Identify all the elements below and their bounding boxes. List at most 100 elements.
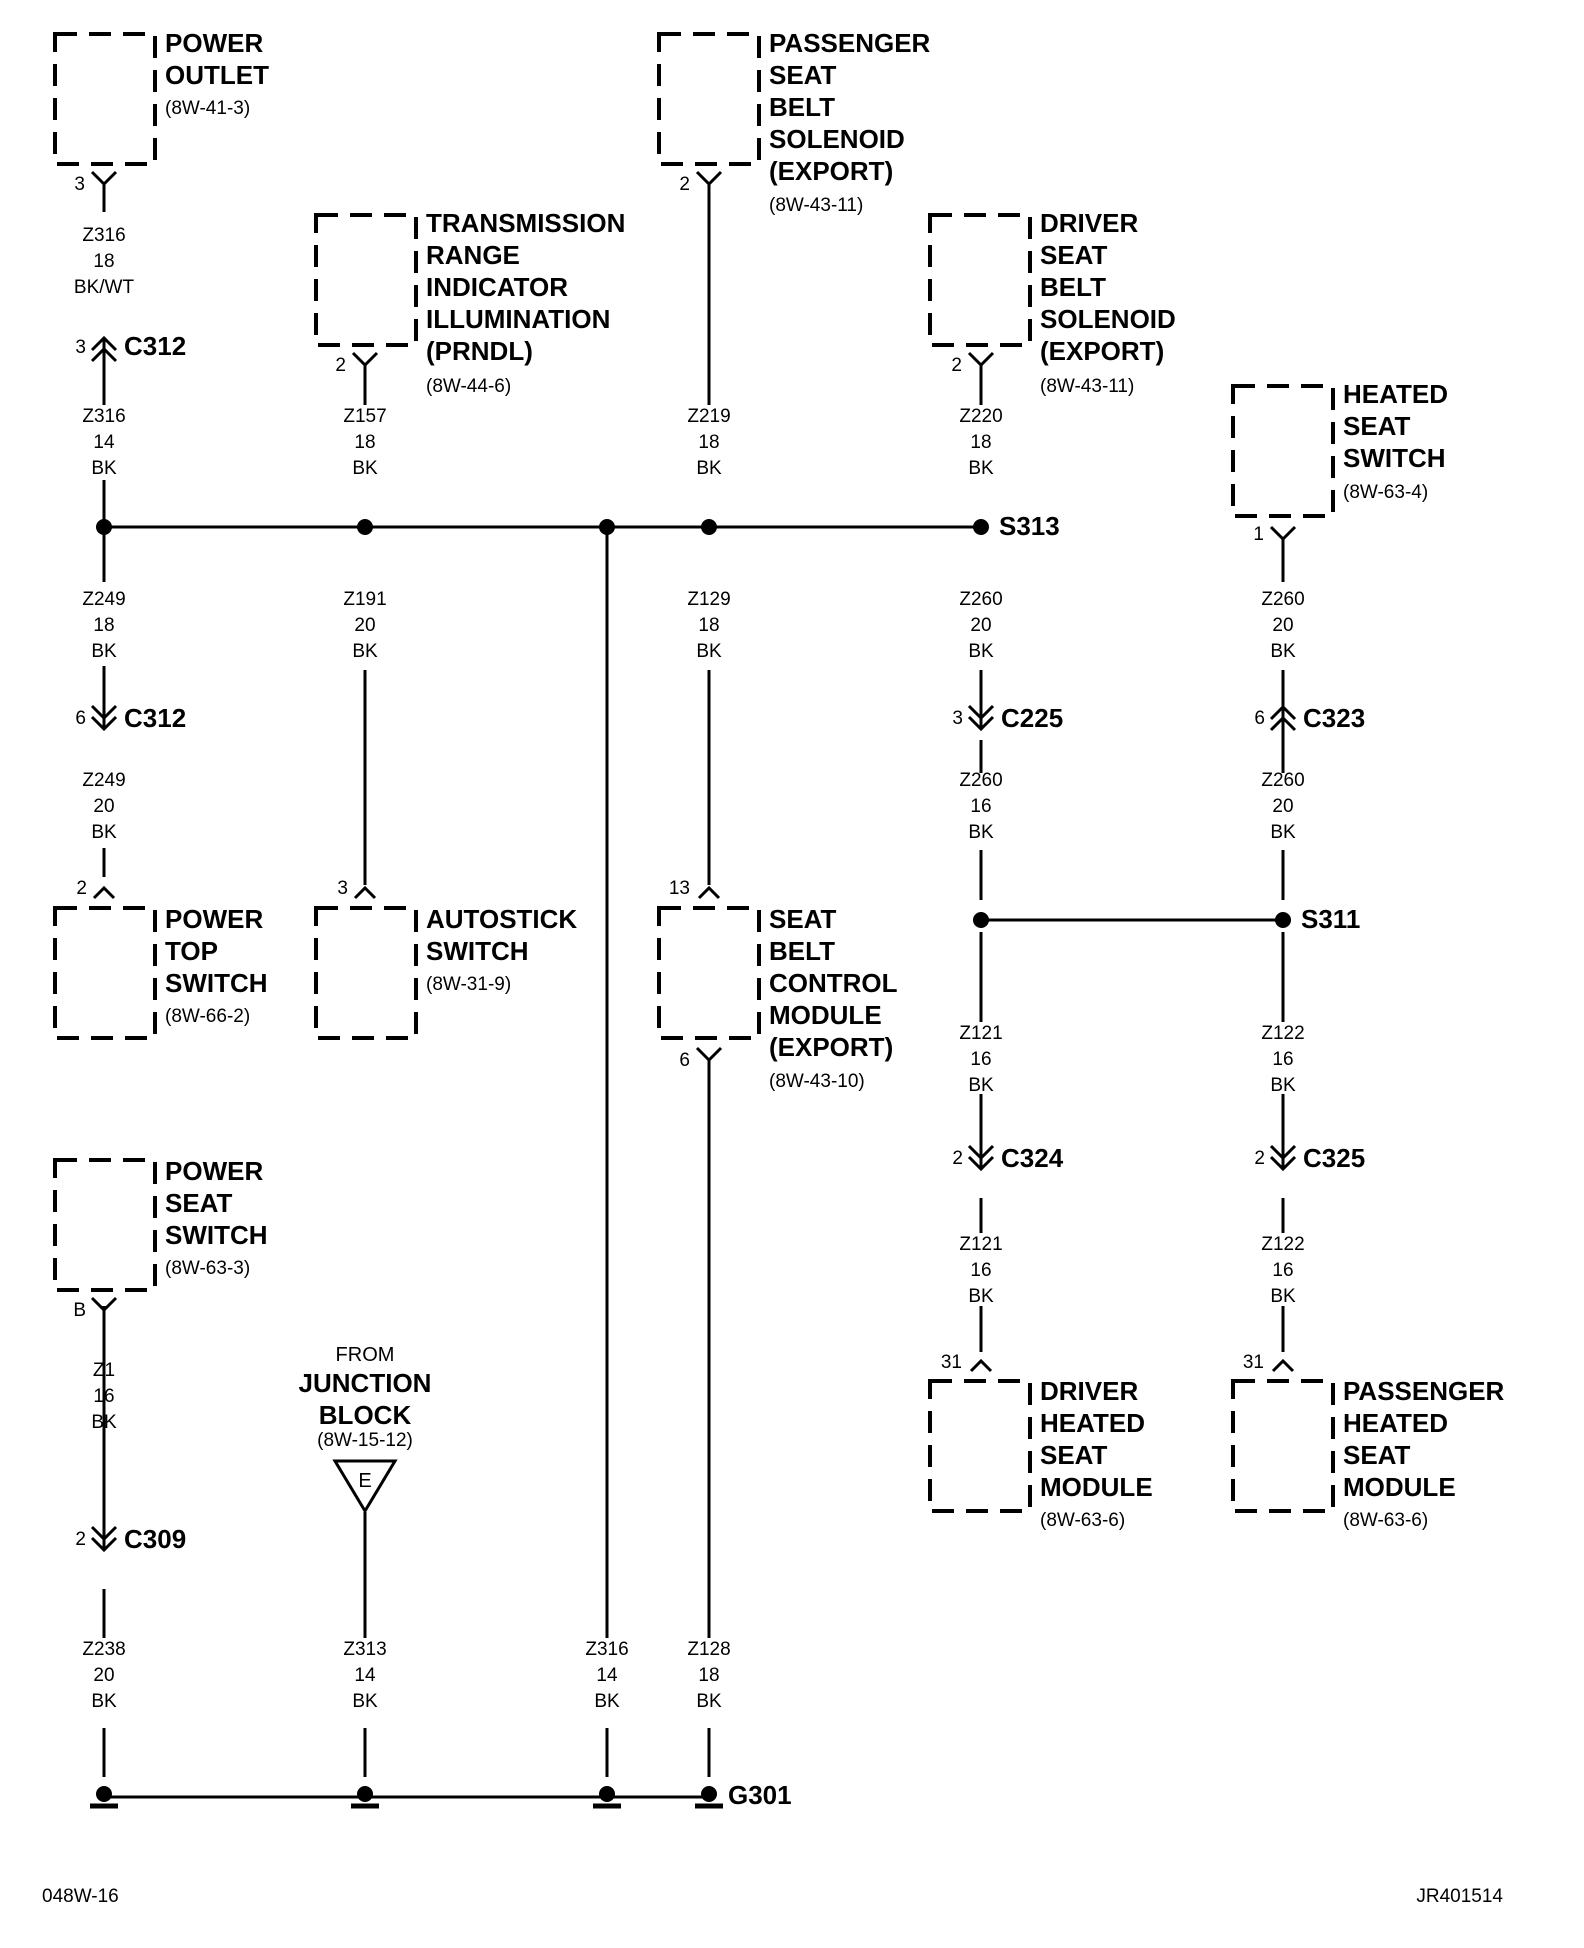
driver-belt-solenoid-ref: (8W-43-11) <box>1040 376 1134 397</box>
wires <box>102 183 1285 1799</box>
seat-belt-module-box <box>657 906 761 1040</box>
connector-c325-symbol <box>1269 1144 1297 1172</box>
connector-c323-label: C323 <box>1303 703 1365 733</box>
seat-belt-module-ref: (8W-43-10) <box>769 1071 865 1092</box>
component-boxes <box>53 32 1335 1513</box>
ground-g301-label: G301 <box>728 1780 792 1810</box>
connector-c309-label: C309 <box>124 1524 186 1554</box>
connector-c325-label: C325 <box>1303 1143 1365 1173</box>
pin-number: 13 <box>669 878 690 899</box>
pin-number: 31 <box>941 1352 962 1373</box>
pass-heated-module-box <box>1231 1379 1335 1513</box>
pin-number: 3 <box>74 174 85 195</box>
power-outlet-box <box>53 32 157 166</box>
pin-numbers: 3 2 2 2 1 2 3 13 6 B 31 31 <box>73 174 1264 1373</box>
connector-pin: 3 <box>75 337 86 358</box>
prndl-ref: (8W-44-6) <box>426 376 511 397</box>
pin-number: 2 <box>679 174 690 195</box>
heated-seat-switch-box <box>1231 384 1335 518</box>
junction-block-ref: (8W-15-12) <box>317 1430 413 1451</box>
connector-pin: 6 <box>75 708 86 729</box>
footer-right-code: JR401514 <box>1416 1886 1503 1907</box>
autostick-switch-ref: (8W-31-9) <box>426 974 511 995</box>
pin-number: B <box>73 1300 86 1321</box>
power-seat-switch-ref: (8W-63-3) <box>165 1258 250 1279</box>
connector-c225-symbol <box>967 699 995 732</box>
pass-belt-solenoid-ref: (8W-43-11) <box>769 195 863 216</box>
splice-labels: S313 S311 G301 <box>728 511 1360 1810</box>
connector-c309-symbol <box>90 1505 118 1553</box>
driver-heated-module-ref: (8W-63-6) <box>1040 1510 1125 1531</box>
junction-block-symbol: E <box>332 1459 398 1514</box>
pin-terminals <box>90 170 1297 1373</box>
junction-from-label: FROM <box>336 1344 395 1366</box>
power-seat-switch-box <box>53 1158 157 1292</box>
power-top-switch-box <box>53 906 157 1040</box>
driver-belt-solenoid-box <box>928 213 1032 347</box>
connector-c324-symbol <box>967 1144 995 1172</box>
pass-heated-module-ref: (8W-63-6) <box>1343 1510 1428 1531</box>
connector-pin: 3 <box>952 708 963 729</box>
connector-c225-label: C225 <box>1001 703 1063 733</box>
connector-pin: 2 <box>952 1148 963 1169</box>
power-top-switch-ref: (8W-66-2) <box>165 1006 250 1027</box>
connector-c312-top-label: C312 <box>124 331 186 361</box>
connector-c323-symbol <box>1269 699 1297 740</box>
power-outlet-ref: (8W-41-3) <box>165 98 250 119</box>
pass-belt-solenoid-box <box>657 32 761 166</box>
pin-number: 31 <box>1243 1352 1264 1373</box>
connector-c312-top-symbol <box>90 335 118 365</box>
connector-c312-bottom-symbol <box>90 699 118 732</box>
connector-c324-label: C324 <box>1001 1143 1064 1173</box>
pin-number: 2 <box>335 355 346 376</box>
inline-connectors <box>90 335 1297 1553</box>
connector-labels: 3 C312 6 C312 3 C225 6 C323 2 C324 2 C32… <box>75 331 1365 1554</box>
pin-number: 2 <box>76 878 87 899</box>
splice-s313-label: S313 <box>999 511 1060 541</box>
splice-dots <box>96 519 1291 928</box>
footer-left-code: 048W-16 <box>42 1886 119 1907</box>
connector-pin: 2 <box>1254 1148 1265 1169</box>
connector-c312-bottom-label: C312 <box>124 703 186 733</box>
connector-pin: 6 <box>1254 708 1265 729</box>
autostick-switch-box <box>314 906 418 1040</box>
splice-s311-label: S311 <box>1301 904 1360 934</box>
prndl-box <box>314 213 418 347</box>
ground-symbols <box>90 1786 723 1809</box>
pin-number: 1 <box>1253 524 1264 545</box>
pin-number: 3 <box>337 878 348 899</box>
